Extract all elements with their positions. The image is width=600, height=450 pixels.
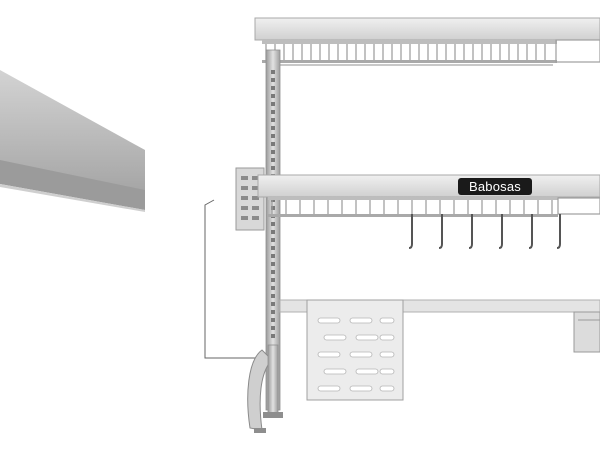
- post-slot: [271, 246, 275, 250]
- post-slot: [271, 134, 275, 138]
- post-slot: [271, 238, 275, 242]
- post-slot: [271, 278, 275, 282]
- board-slot: [323, 334, 347, 341]
- holder-slot: [241, 196, 248, 200]
- board-slot: [349, 351, 373, 358]
- callout-line: [204, 199, 262, 359]
- board-slot: [317, 317, 341, 324]
- post-slot: [271, 118, 275, 122]
- post-slot: [271, 262, 275, 266]
- post-slot: [271, 158, 275, 162]
- top-shelf: [254, 17, 600, 66]
- board-slot: [349, 385, 373, 392]
- hook: [528, 214, 533, 249]
- post-slot: [271, 206, 275, 210]
- post-slot: [271, 334, 275, 338]
- board-slot: [379, 351, 395, 358]
- middle-shelf: [257, 174, 600, 217]
- post-slot: [271, 86, 275, 90]
- post-slot: [271, 294, 275, 298]
- post-slot: [271, 70, 275, 74]
- board-slot: [317, 351, 341, 358]
- holder-slot: [241, 216, 248, 220]
- board-slot: [317, 385, 341, 392]
- board-slot: [355, 368, 379, 375]
- beam-detail-closeup: [0, 70, 145, 212]
- post-slot: [271, 110, 275, 114]
- post-slot: [271, 78, 275, 82]
- holder-slot: [241, 186, 248, 190]
- holder-slot: [252, 186, 259, 190]
- post-slot: [271, 270, 275, 274]
- post-slot: [271, 318, 275, 322]
- hanging-hooks: [408, 214, 561, 249]
- board-slot: [379, 334, 395, 341]
- post-slot: [271, 286, 275, 290]
- board-slot: [323, 368, 347, 375]
- board-slot: [379, 368, 395, 375]
- side-basket: [573, 311, 600, 353]
- post-slot: [271, 302, 275, 306]
- post-slot: [271, 142, 275, 146]
- brand-label: Babosas: [458, 178, 532, 195]
- post-slot: [271, 326, 275, 330]
- post-slot: [271, 230, 275, 234]
- holder-slot: [252, 196, 259, 200]
- holder-slot: [241, 176, 248, 180]
- post-slot: [271, 150, 275, 154]
- hook: [438, 214, 443, 249]
- post-slot: [271, 222, 275, 226]
- post-slot: [271, 310, 275, 314]
- hook: [556, 214, 561, 249]
- board-slot: [355, 334, 379, 341]
- post-slot: [271, 166, 275, 170]
- holder-slot: [241, 206, 248, 210]
- post-slot: [271, 102, 275, 106]
- holder-slot: [252, 176, 259, 180]
- post-slot: [271, 94, 275, 98]
- perforated-board-holder: [306, 299, 404, 401]
- hook: [468, 214, 473, 249]
- board-slot: [379, 317, 395, 324]
- board-slot: [379, 385, 395, 392]
- post-slot: [271, 254, 275, 258]
- support-leg: [247, 344, 283, 433]
- hook: [408, 214, 413, 249]
- holder-slot: [252, 216, 259, 220]
- post-slot: [271, 126, 275, 130]
- hook: [498, 214, 503, 249]
- holder-slot: [252, 206, 259, 210]
- board-slot: [349, 317, 373, 324]
